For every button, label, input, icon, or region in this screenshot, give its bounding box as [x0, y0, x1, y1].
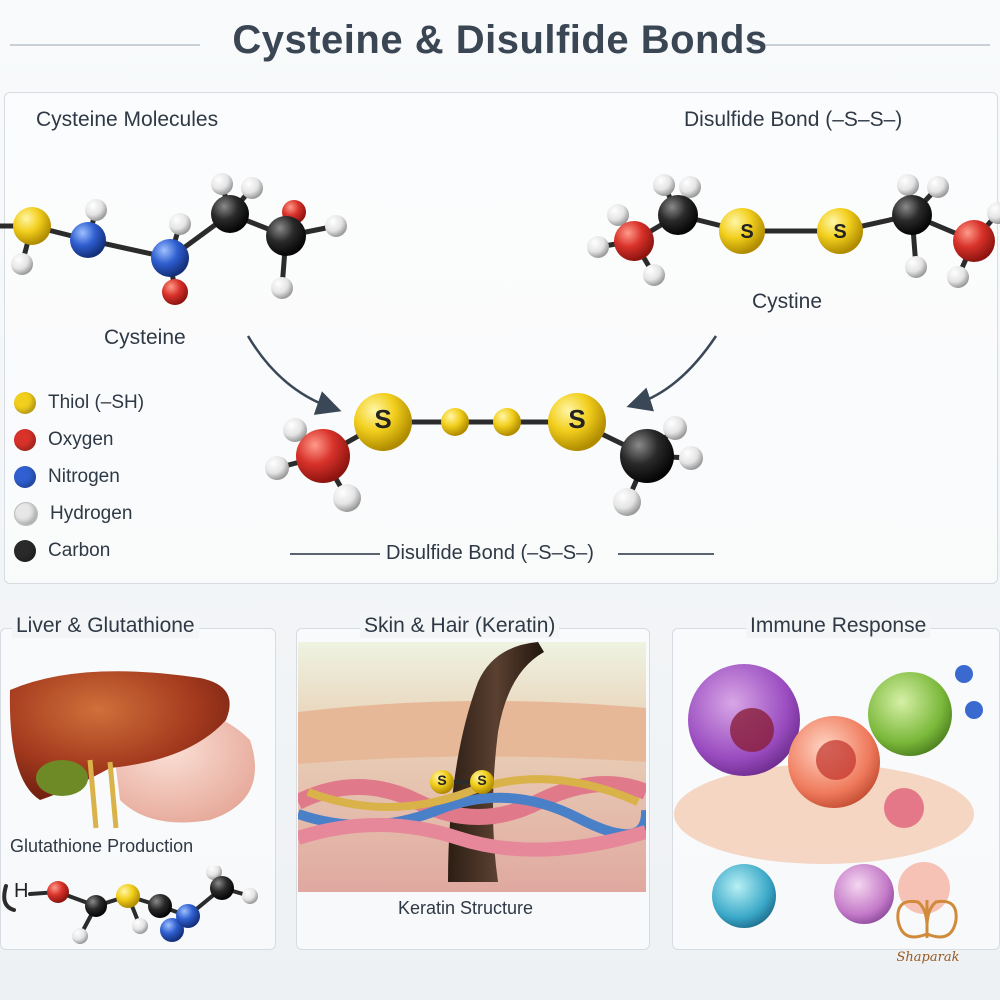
arrow-right	[626, 335, 718, 412]
oxygen-dot-icon	[14, 429, 36, 451]
title-rule-left	[10, 44, 200, 46]
legend-item-nitrogen: Nitrogen	[14, 462, 120, 492]
hydrogen-dot-icon	[14, 502, 38, 526]
title-rule-right	[752, 44, 990, 46]
legend-item-oxygen: Oxygen	[14, 425, 113, 455]
gallbladder-shape	[36, 760, 88, 796]
keratin-s-label-1: S	[437, 772, 447, 788]
butterfly-logo-icon	[896, 899, 958, 939]
legend-item-hydrogen: Hydrogen	[14, 499, 132, 529]
keratin-s-label-2: S	[477, 772, 487, 788]
nitrogen-dot-icon	[14, 466, 36, 488]
keratin-illustration	[298, 642, 646, 892]
glutathione-h-label: H	[14, 880, 29, 902]
immune-heading: Immune Response	[746, 614, 931, 638]
legend-item-thiol: Thiol (–SH)	[14, 388, 144, 418]
cysteine-molecule	[0, 173, 347, 305]
carbon-dot-icon	[14, 540, 36, 562]
keratin-caption: Keratin Structure	[398, 898, 534, 918]
center-caption-rule-right	[618, 553, 714, 555]
glutathione-molecule	[2, 866, 258, 944]
liver-illustration	[9, 671, 255, 829]
lilac-immune-cell	[834, 864, 894, 924]
keratin-s-atom-1	[430, 770, 454, 794]
center-disulfide-molecule	[265, 393, 703, 516]
top-section-panel	[4, 92, 998, 584]
center-s-label-2: S	[568, 404, 586, 434]
center-caption-rule-left	[290, 553, 380, 555]
arrows	[246, 335, 718, 415]
cystine-caption: Cystine	[752, 290, 823, 313]
center-s-label-1: S	[374, 404, 392, 434]
skin-heading: Skin & Hair (Keratin)	[360, 614, 560, 638]
legend-item-carbon: Carbon	[14, 536, 110, 566]
glutathione-caption: Glutathione Production	[10, 836, 194, 856]
thiol-dot-icon	[14, 392, 36, 414]
cystine-molecule	[587, 174, 1000, 288]
green-immune-cell	[868, 672, 952, 756]
immune-illustration	[674, 664, 983, 928]
logo-text: Shaparak	[896, 950, 960, 965]
page-title: Cysteine & Disulfide Bonds	[232, 18, 768, 62]
cystine-s-label-2: S	[833, 221, 847, 243]
liver-heading: Liver & Glutathione	[12, 614, 199, 638]
cysteine-molecules-heading: Cysteine Molecules	[36, 108, 219, 131]
arrow-left	[246, 335, 342, 415]
cystine-s-label-1: S	[740, 221, 754, 243]
center-caption: Disulfide Bond (–S–S–)	[386, 542, 594, 564]
teal-immune-cell	[712, 864, 776, 928]
keratin-s-atom-2	[470, 770, 494, 794]
disulfide-bond-heading: Disulfide Bond (–S–S–)	[684, 108, 903, 131]
cysteine-caption: Cysteine	[104, 326, 186, 349]
